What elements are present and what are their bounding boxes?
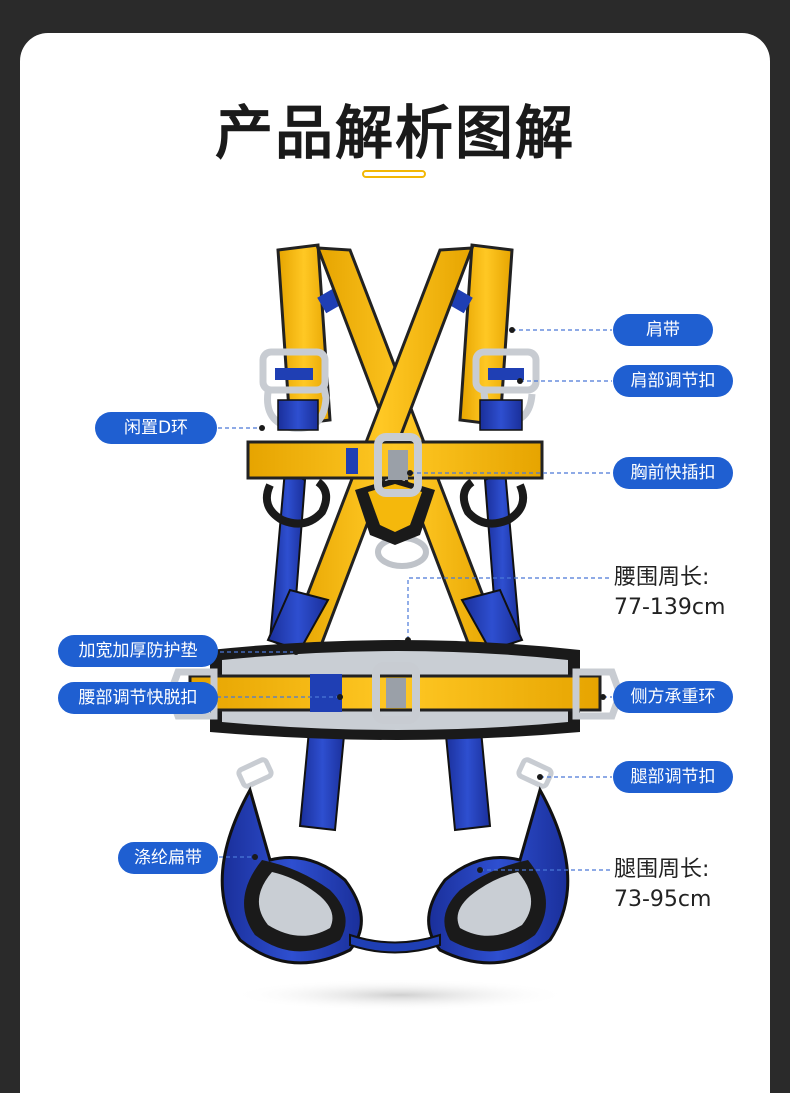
left-shoulder-buckle — [259, 348, 329, 394]
right-chest-ring — [459, 478, 527, 528]
leg-measure-value: 73-95cm — [614, 887, 712, 912]
label-shoulder-buckle: 肩部调节扣 — [613, 365, 733, 397]
chest-quick-buckle — [374, 433, 422, 497]
left-shoulder-strap — [276, 243, 332, 427]
waist-measure: 腰围周长: 77-139cm — [614, 563, 725, 623]
left-leg-buckle — [236, 757, 274, 789]
harness-image — [166, 243, 624, 1011]
page-title: 产品解析图解 — [214, 99, 575, 167]
label-polyester-strap: 涤纶扁带 — [118, 842, 218, 874]
leader-dots — [252, 327, 606, 873]
label-idle-d-ring: 闲置D环 — [95, 412, 217, 444]
label-chest-quick-buckle: 胸前快插扣 — [613, 457, 733, 489]
leg-measure-label: 腿围周长: — [614, 857, 710, 882]
waist-measure-label: 腰围周长: — [614, 565, 710, 590]
floor-shadow — [230, 979, 570, 1011]
right-leg-buckle — [516, 757, 554, 789]
back-d-ring — [375, 535, 429, 569]
leg-measure: 腿围周长: 73-95cm — [614, 855, 711, 915]
label-leg-buckle: 腿部调节扣 — [613, 761, 733, 793]
label-shoulder-strap: 肩带 — [613, 314, 713, 346]
waist-measure-value: 77-139cm — [614, 595, 726, 620]
title-underline — [362, 170, 426, 178]
waist-quick-buckle — [372, 662, 420, 724]
left-chest-ring — [263, 478, 331, 528]
label-protective-pad: 加宽加厚防护垫 — [58, 635, 218, 667]
label-waist-quick-buckle: 腰部调节快脱扣 — [58, 682, 218, 714]
right-shoulder-buckle — [472, 348, 540, 394]
label-side-bearing-ring: 侧方承重环 — [613, 681, 733, 713]
